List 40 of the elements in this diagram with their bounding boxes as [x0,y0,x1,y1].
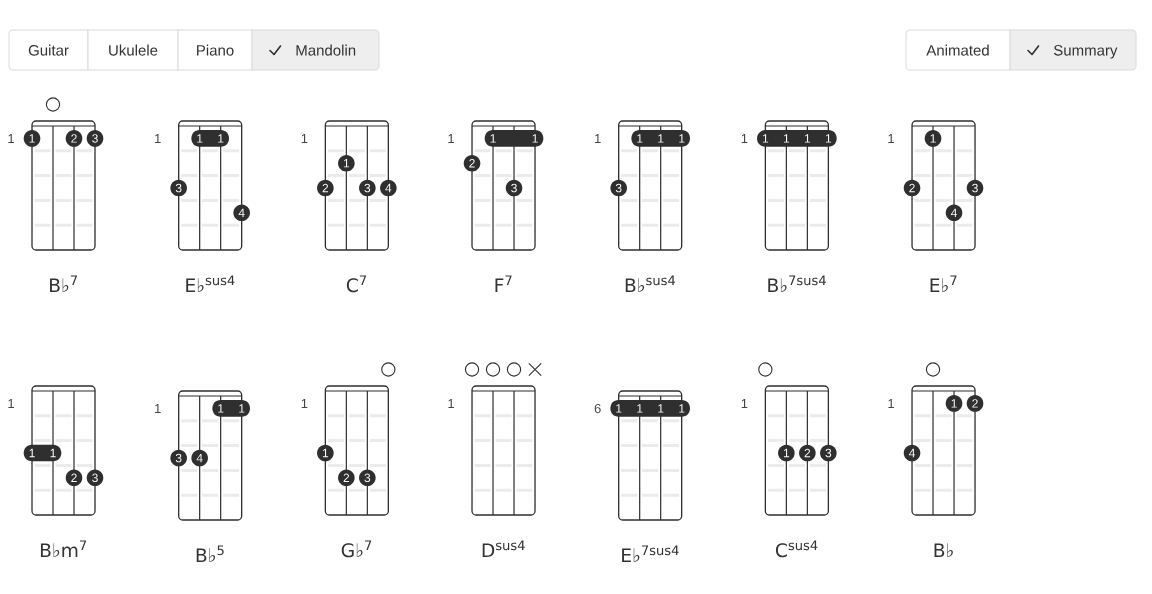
fret-number: 1 [155,134,161,143]
chord-name: B♭ [934,543,953,558]
barre: 1 1 1 1 [757,130,837,147]
chord-name: B♭$^{sus4}$ [625,275,676,293]
chord-name: E♭$^{sus4}$ [186,275,235,293]
fret-number: 1 [741,399,748,408]
segmented-button: Piano [177,29,253,71]
barre: 1 1 [212,400,250,417]
chord-name: B♭$^{7sus4}$ [768,275,826,293]
chord-name: E♭$^{7sus4}$ [622,545,679,563]
fret-number: 1 [448,399,454,408]
chord-name: E♭$^{7}$ [930,275,957,293]
chord-name: B♭$^{7}$ [50,275,77,293]
chord-name: C$^{sus4}$ [775,540,818,558]
chord-name: F$^{7}$ [495,275,512,292]
fret-number: 1 [888,134,894,143]
fret-number: 1 [8,399,14,408]
barre: 1 1 [191,130,229,147]
fret-number: 1 [741,134,748,143]
fret-number: 1 [301,399,308,408]
segmented-button: Summary [1009,29,1137,71]
chord-name: D$^{sus4}$ [482,540,525,557]
fret-number: 1 [595,134,601,143]
chord-name: C$^{7}$ [346,275,367,293]
fret-number: 1 [888,399,894,408]
fret-number: 1 [155,404,161,413]
barre: 1 1 [23,444,62,462]
chord-name: B♭m$^{7}$ [40,540,87,558]
fret-number: 1 [301,134,308,143]
segmented-button: Guitar [8,29,89,71]
barre: 1 1 [484,130,544,147]
segmented-button: Ukulele [87,29,179,71]
barre: 1 1 1 [631,130,690,147]
chord-name: B♭$^{5}$ [196,545,224,563]
barre: 1 1 1 1 [610,400,690,417]
chord-name: G♭$^{7}$ [341,540,372,558]
fret-number: 1 [448,134,454,143]
fret-number: 6 [594,403,601,414]
segmented-button: Animated [905,29,1011,71]
segmented-button: Mandolin [251,29,380,71]
